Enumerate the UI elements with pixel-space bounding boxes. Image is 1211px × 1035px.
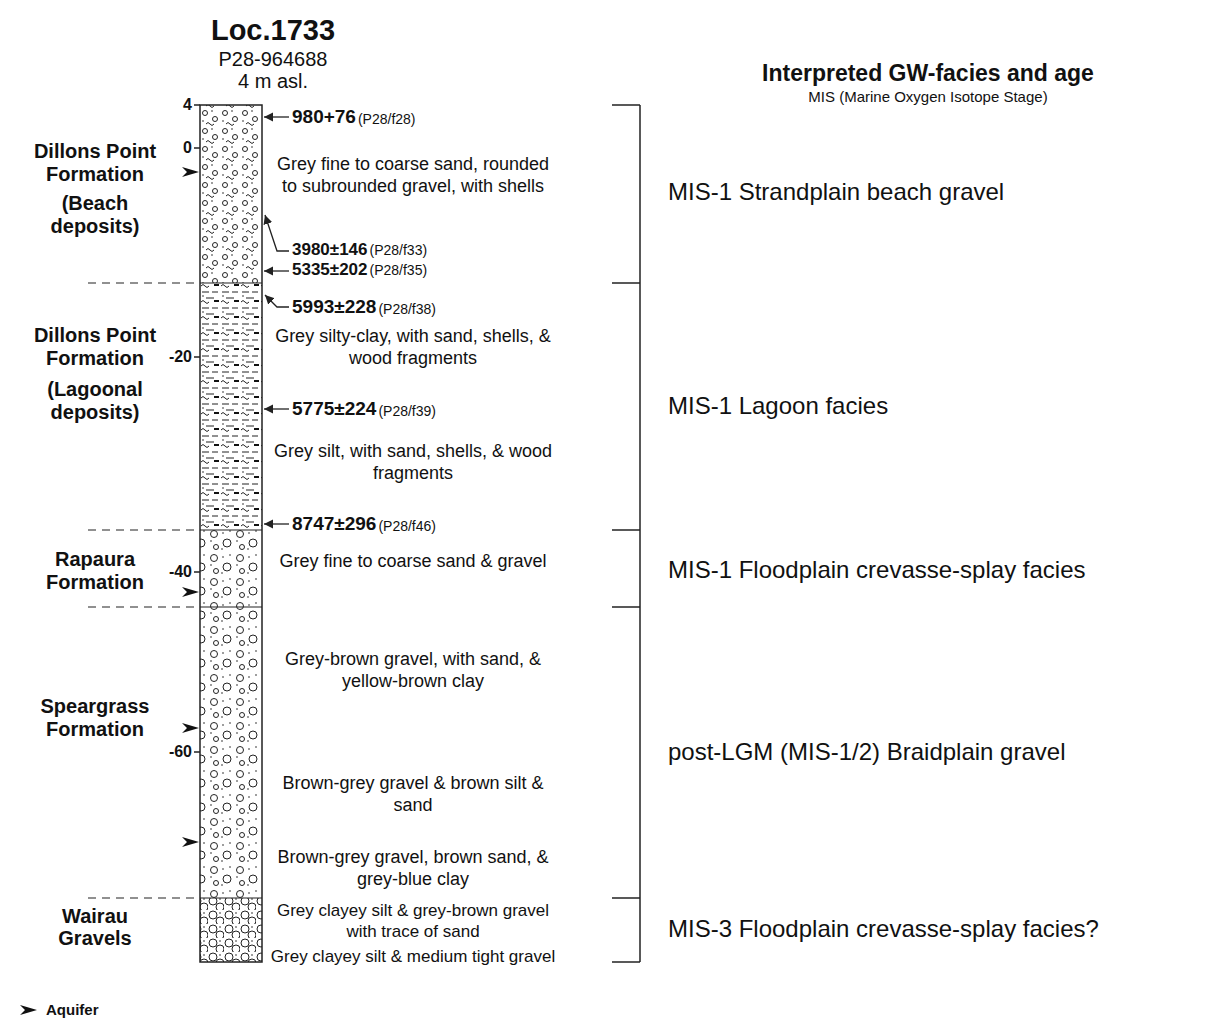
formation-name: Dillons Point Formation	[9, 324, 181, 370]
pattern-mark	[182, 587, 199, 597]
pattern-mark	[265, 295, 289, 307]
speargrass-unit	[200, 607, 262, 898]
facies-bracket	[612, 105, 640, 962]
legend-text: Aquifer	[46, 1001, 99, 1018]
lithology-description: Grey clayey silt & medium tight gravel	[268, 946, 558, 967]
pattern-mark	[612, 897, 640, 899]
pattern-mark	[88, 529, 196, 530]
depth-number: -40	[169, 563, 192, 581]
radiocarbon-age: 8747±296	[292, 513, 376, 535]
facies-interpretation: post-LGM (MIS-1/2) Braidplain gravel	[668, 738, 1065, 766]
pattern-mark	[194, 571, 200, 573]
legend-sample	[16, 1003, 40, 1017]
depth-number: -20	[169, 348, 192, 366]
radiocarbon-age: 5775±224	[292, 398, 376, 420]
sample-id: (P28/f33)	[370, 242, 428, 258]
pattern-mark	[264, 116, 289, 117]
pattern-mark	[194, 104, 200, 106]
beach-unit	[200, 105, 262, 283]
pattern-mark	[200, 897, 262, 898]
radiocarbon-age: 5993±228	[292, 296, 376, 318]
sample-id: (P28/f39)	[378, 403, 436, 419]
pattern-mark	[194, 356, 200, 358]
sample-id: (P28/f28)	[358, 111, 416, 127]
lagoon-unit	[200, 283, 262, 530]
pattern-mark	[639, 105, 641, 962]
facies-interpretation: MIS-1 Strandplain beach gravel	[668, 178, 1004, 206]
lithology-description: Grey fine to coarse sand & gravel	[268, 550, 558, 572]
radiocarbon-age: 5335±202	[292, 260, 368, 280]
radiocarbon-age: 980+76	[292, 106, 356, 128]
facies-interpretation: MIS-1 Lagoon facies	[668, 392, 888, 420]
lithology-description: Brown-grey gravel & brown silt & sand	[268, 772, 558, 816]
formation-name: Speargrass Formation	[9, 695, 181, 741]
elevation-note: 4 m asl.	[238, 70, 308, 93]
radiocarbon-age: 3980±146	[292, 240, 368, 260]
lithology-description: Grey clayey silt & grey-brown gravel wit…	[268, 900, 558, 942]
pattern-mark	[265, 215, 289, 251]
panel-heading: Interpreted GW-facies and age	[762, 60, 1094, 86]
lithology-description: Grey silt, with sand, shells, & wood fra…	[268, 440, 558, 484]
pattern-mark	[612, 606, 640, 608]
lithology-description: Grey fine to coarse sand, rounded to sub…	[268, 153, 558, 197]
sample-id: (P28/f38)	[378, 301, 436, 317]
depth-number: 0	[183, 139, 192, 157]
pattern-mark	[612, 282, 640, 284]
pattern-mark	[182, 167, 199, 177]
pattern-mark	[182, 837, 199, 847]
depth-ticks	[194, 105, 200, 752]
pattern-mark	[264, 408, 289, 409]
pattern-mark	[182, 723, 199, 733]
facies-interpretation: MIS-3 Floodplain crevasse-splay facies?	[668, 915, 1099, 943]
depth-number: 4	[183, 96, 192, 114]
formation-name: Rapaura Formation	[9, 548, 181, 594]
pattern-mark	[612, 529, 640, 531]
sample-id: (P28/f46)	[378, 518, 436, 534]
grid-reference: P28-964688	[219, 48, 328, 71]
unit-boundaries	[200, 283, 262, 898]
facies-interpretation: MIS-1 Floodplain crevasse-splay facies	[668, 556, 1086, 584]
pattern-mark	[612, 961, 640, 963]
rapaura-unit	[200, 530, 262, 607]
aquifer-arrow-sample	[20, 1005, 37, 1015]
wairau-unit	[200, 898, 262, 962]
panel-subheading: MIS (Marine Oxygen Isotope Stage)	[808, 88, 1047, 105]
pattern-mark	[264, 523, 289, 524]
sample-id: (P28/f35)	[370, 262, 428, 278]
pattern-mark	[200, 282, 262, 283]
lithology-description: Brown-grey gravel, brown sand, & grey-bl…	[268, 846, 558, 890]
pattern-mark	[612, 104, 640, 106]
pattern-mark	[200, 606, 262, 607]
pattern-mark	[88, 897, 196, 898]
formation-name: Dillons Point Formation	[9, 140, 181, 186]
formation-subtitle: (Lagoonal deposits)	[30, 378, 160, 424]
log-column	[200, 105, 262, 962]
pattern-mark	[264, 270, 289, 271]
formation-name: Wairau Gravels	[30, 905, 160, 949]
pattern-mark	[194, 751, 200, 753]
depth-number: -60	[169, 743, 192, 761]
pattern-mark	[194, 147, 200, 149]
location-title: Loc.1733	[211, 14, 335, 47]
pattern-mark	[88, 282, 196, 283]
legend-entry: Aquifer	[16, 1001, 99, 1018]
lithology-description: Grey-brown gravel, with sand, & yellow-b…	[268, 648, 558, 692]
lithology-description: Grey silty-clay, with sand, shells, & wo…	[268, 325, 558, 369]
pattern-mark	[88, 606, 196, 607]
pattern-mark	[200, 529, 262, 530]
formation-subtitle: (Beach deposits)	[30, 192, 160, 238]
